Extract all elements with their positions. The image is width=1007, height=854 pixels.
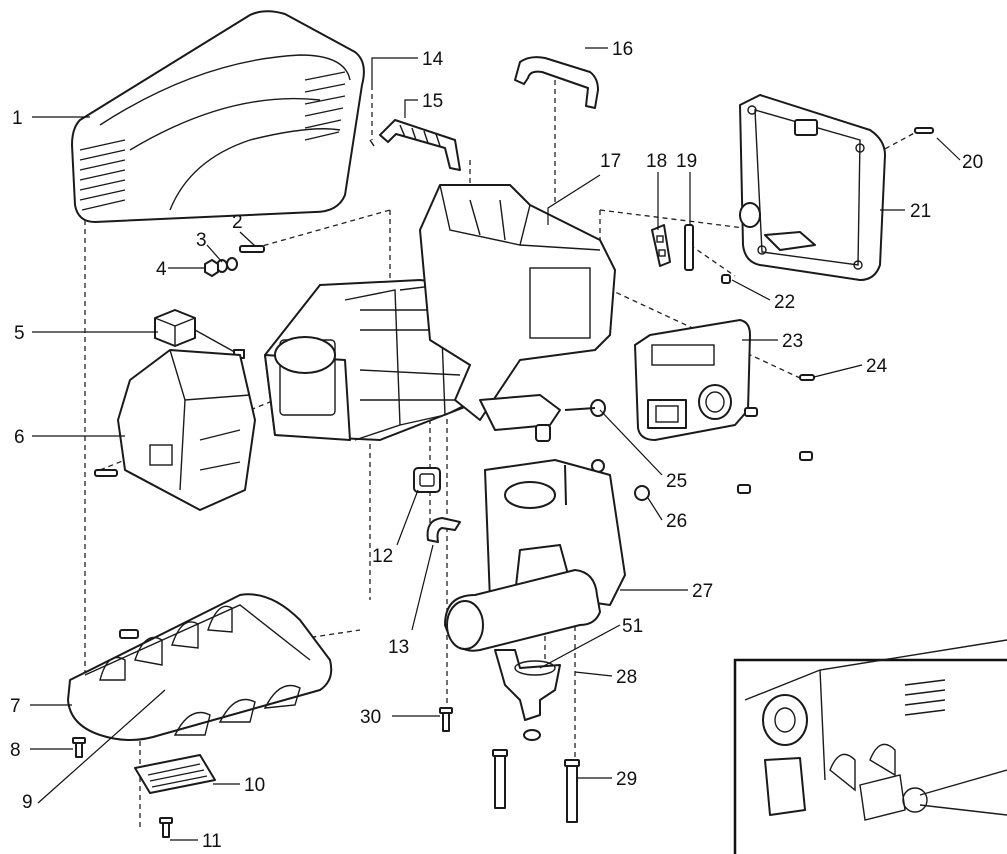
part-26-nut [591, 459, 650, 501]
part-1-top-shroud [71, 10, 365, 223]
shroud-vents-front [79, 139, 126, 211]
callout-8: 8 [10, 740, 21, 761]
part-8-screw [72, 737, 86, 758]
callout-11: 11 [202, 831, 222, 852]
callout-6: 6 [14, 427, 25, 448]
part-18-bracket [651, 224, 671, 267]
part-14-pin [369, 139, 375, 147]
callout-2: 2 [232, 212, 243, 233]
part-22-screw [721, 274, 731, 284]
callout-17: 17 [600, 151, 621, 172]
callout-18: 18 [646, 151, 667, 172]
part-27-pump-block [444, 459, 626, 652]
callout-13: 13 [388, 637, 409, 658]
part-15-handle-grip [379, 119, 461, 171]
callout-5: 5 [14, 323, 25, 344]
part-12-grommet [413, 467, 441, 493]
part-6-motor-cover [94, 349, 256, 511]
part-5-capacitor [154, 309, 245, 359]
tray-cutouts [99, 605, 301, 736]
callout-23: 23 [782, 331, 803, 352]
callout-22: 22 [774, 292, 795, 313]
callout-29: 29 [616, 769, 637, 790]
part-29-bolts [492, 749, 580, 823]
callout-16: 16 [612, 39, 633, 60]
callout-26: 26 [666, 511, 687, 532]
part-20-screw [914, 127, 934, 134]
part-23-control-panel [634, 319, 751, 441]
part-11-screw [159, 817, 173, 838]
loose-screws [737, 407, 813, 494]
shroud-vents-side [304, 71, 346, 141]
callout-10: 10 [244, 775, 265, 796]
callout-1: 1 [12, 108, 23, 129]
part-25-bolts [564, 407, 596, 411]
callout-4: 4 [156, 259, 167, 280]
part-24-screw [799, 374, 815, 381]
callout-28: 28 [616, 667, 637, 688]
part-7-base-tray [67, 593, 333, 741]
part-21-rear-panel [739, 94, 886, 281]
part-4-nut [204, 259, 219, 277]
callout-9: 9 [22, 792, 33, 813]
part-10-filter-plate [134, 754, 216, 794]
part-2-bolt [239, 245, 265, 253]
callout-51: 51 [622, 616, 643, 637]
callout-15: 15 [422, 91, 443, 112]
part-17-frame [419, 184, 616, 442]
callout-30: 30 [360, 707, 381, 728]
callout-14: 14 [422, 49, 444, 70]
part-16-handle-grip [514, 56, 599, 109]
leader-lines [30, 47, 961, 841]
part-28-valve [494, 649, 561, 741]
callout-24: 24 [866, 356, 888, 377]
callout-3: 3 [196, 230, 207, 251]
callout-21: 21 [910, 201, 931, 222]
callout-20: 20 [962, 152, 983, 173]
callout-7: 7 [10, 696, 21, 717]
callout-27: 27 [692, 581, 713, 602]
part-30-screw [439, 707, 453, 732]
callout-labels: 1 2 3 4 5 6 7 8 9 10 11 12 13 14 15 16 1… [10, 39, 983, 852]
inset-detail-view [733, 639, 1007, 854]
callout-25: 25 [666, 471, 687, 492]
part-19-pin [684, 224, 694, 271]
callout-12: 12 [372, 546, 393, 567]
part-13-clip [426, 517, 461, 543]
callout-19: 19 [676, 151, 697, 172]
